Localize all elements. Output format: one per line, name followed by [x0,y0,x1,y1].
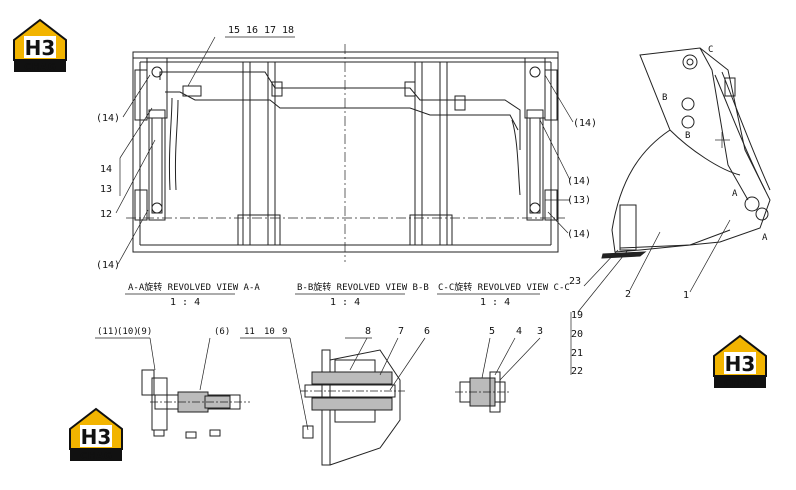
section-mark-a2: A [762,233,768,243]
callout-left-14b: (14) [96,260,120,271]
callout-left-14a: (14) [96,113,120,124]
callout-aa-9: (9) [136,327,152,337]
side-view [570,47,771,375]
callout-bb-7: 7 [398,326,404,337]
callout-bb-8: 8 [365,326,371,337]
section-mark-a1: A [732,189,738,199]
callout-20: 20 [571,329,583,340]
callout-bb-6: 6 [424,326,430,337]
section-mark-b1: B [662,93,667,103]
callout-cc-3: 3 [537,326,543,337]
logo-bottom-text: CHAG [724,378,756,389]
front-view [115,36,574,265]
view-cc-title: C-C旋转 REVOLVED VIEW C-C [438,281,570,293]
callout-17: 17 [264,25,276,36]
callout-19: 19 [571,310,583,321]
view-cc-scale: 1 : 4 [480,297,510,308]
callout-cc-4: 4 [516,326,522,337]
callout-1: 1 [683,290,689,301]
callout-bb-11: 11 [244,327,255,337]
callout-right-14a: (14) [573,118,597,129]
bucket-outline [132,51,559,253]
callout-aa-6: (6) [214,327,230,337]
callout-left-14: 14 [100,164,112,175]
callout-21: 21 [571,348,583,359]
callout-bb-9: 9 [282,327,287,337]
right-cylinder [524,57,558,221]
callout-aa-10: (10) [117,327,139,337]
view-bb-scale: 1 : 4 [330,297,360,308]
section-bb [240,293,426,466]
section-aa [95,293,250,439]
brand-logo-bottom-left: H3 CHAG [66,405,126,463]
callout-2: 2 [625,289,631,300]
callout-18: 18 [282,25,294,36]
logo-top-text: H3 [81,425,112,449]
view-bb-title: B-B旋转 REVOLVED VIEW B-B [297,281,429,293]
section-mark-b2: B [685,131,690,141]
logo-top-text: H3 [25,36,56,60]
callout-bb-10: 10 [264,327,275,337]
callout-22: 22 [571,366,583,377]
section-cc [437,293,541,413]
callout-23: 23 [569,276,581,287]
logo-bottom-text: CHAG [24,62,56,73]
callout-15: 15 [228,25,240,36]
callout-aa-11: (11) [97,327,119,337]
brand-logo-right: H3 CHAG [710,332,770,390]
callout-labels: 15 16 17 18 (14) 14 13 12 (14) (14) (14)… [96,25,768,377]
callout-right-14c: (14) [567,229,591,240]
callout-right-13: (13) [567,195,591,206]
callout-right-14b: (14) [567,176,591,187]
view-aa-title: A-A旋转 REVOLVED VIEW A-A [128,281,260,293]
logo-top-text: H3 [725,352,756,376]
callout-cc-5: 5 [489,326,495,337]
callout-16: 16 [246,25,258,36]
callout-left-13: 13 [100,184,112,195]
brand-logo-top-left: H3 CHAG [10,16,70,74]
callout-left-12: 12 [100,209,112,220]
left-cylinder [134,57,168,221]
section-mark-c: C [708,45,713,55]
logo-bottom-text: CHAG [80,451,112,462]
view-aa-scale: 1 : 4 [170,297,200,308]
